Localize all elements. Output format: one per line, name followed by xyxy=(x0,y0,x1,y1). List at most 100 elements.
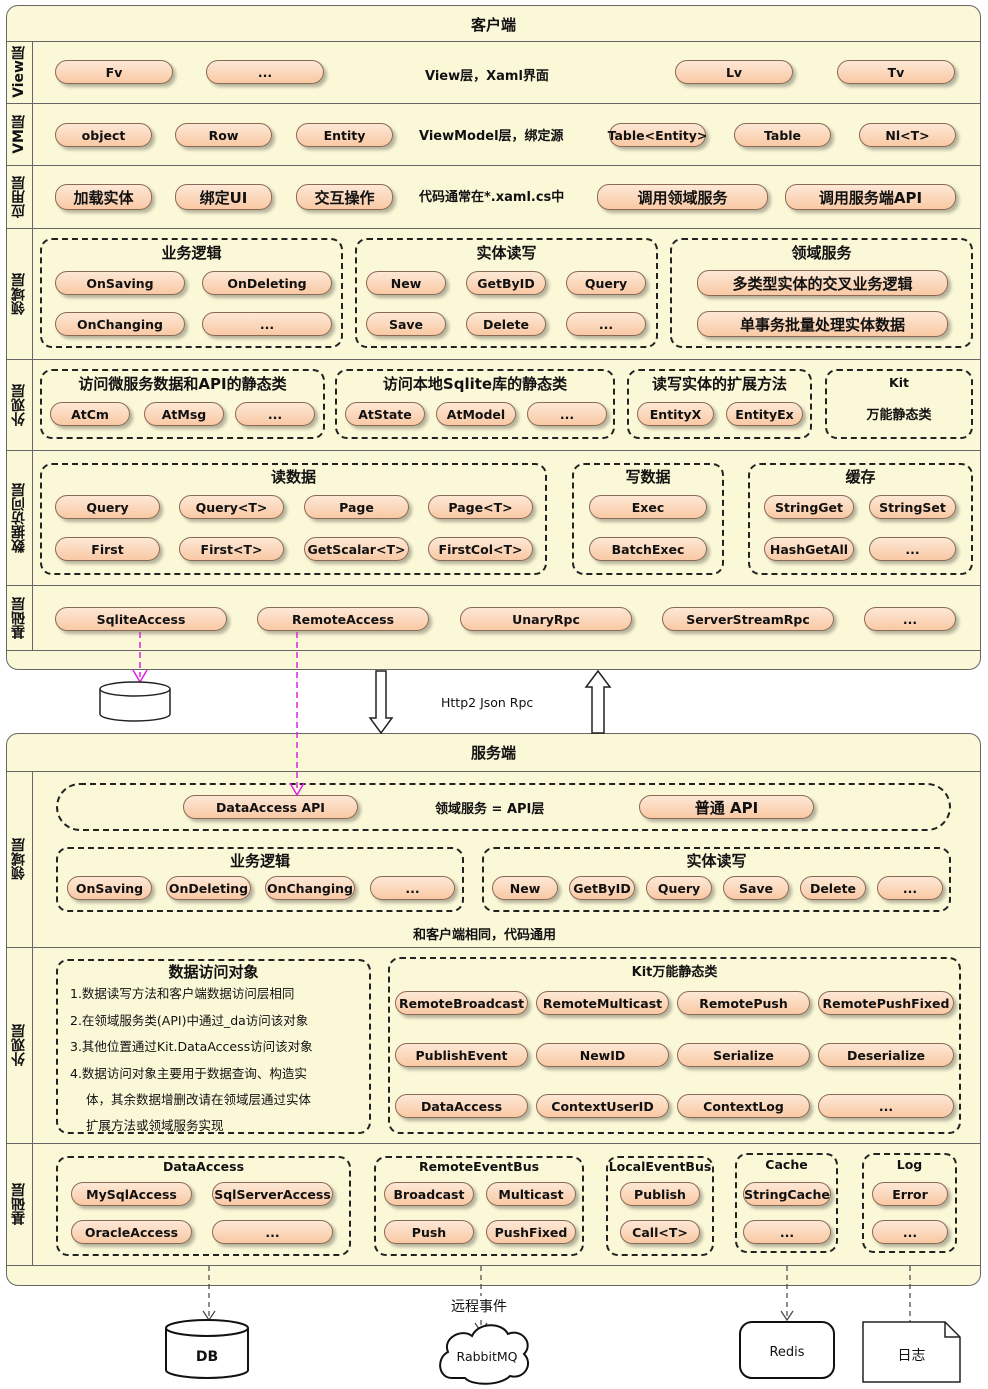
server-broadcast[interactable]: Broadcast xyxy=(384,1182,474,1206)
client-ondeleting[interactable]: OnDeleting xyxy=(202,271,332,295)
server-publish[interactable]: Publish xyxy=(620,1182,700,1206)
client-read-first[interactable]: First xyxy=(55,537,160,561)
server-pushfixed[interactable]: PushFixed xyxy=(486,1220,576,1244)
server-kit-remotepushfixed[interactable]: RemotePushFixed xyxy=(818,991,954,1015)
client-entity-ext-title: 读写实体的扩展方法 xyxy=(651,375,787,393)
client-write-exec[interactable]: Exec xyxy=(589,495,707,519)
vm-item-table[interactable]: Table xyxy=(734,123,831,147)
server-dataaccess-api[interactable]: DataAccess API xyxy=(183,795,358,819)
server-onsaving[interactable]: OnSaving xyxy=(67,876,152,900)
server-kit-serialize[interactable]: Serialize xyxy=(677,1043,810,1067)
client-cache-more[interactable]: ... xyxy=(869,537,956,561)
server-divider xyxy=(6,1265,981,1266)
server-log-error[interactable]: Error xyxy=(872,1182,948,1206)
server-dataaccess-title: DataAccess xyxy=(162,1159,245,1174)
client-atmodel[interactable]: AtModel xyxy=(436,402,516,426)
server-multicast[interactable]: Multicast xyxy=(486,1182,576,1206)
vm-item-object[interactable]: object xyxy=(55,123,152,147)
vm-item-table-entity[interactable]: Table<Entity> xyxy=(608,123,707,147)
server-entity-delete[interactable]: Delete xyxy=(800,876,866,900)
app-item-call-server-api[interactable]: 调用服务端API xyxy=(785,184,956,210)
server-kit-newid[interactable]: NewID xyxy=(536,1043,669,1067)
server-entity-new[interactable]: New xyxy=(492,876,558,900)
client-cross-entity-logic[interactable]: 多类型实体的交叉业务逻辑 xyxy=(697,270,948,296)
client-read-query-t[interactable]: Query<T> xyxy=(179,495,284,519)
client-entityex[interactable]: EntityEx xyxy=(726,402,803,426)
client-unaryrpc[interactable]: UnaryRpc xyxy=(460,607,632,631)
client-onchanging[interactable]: OnChanging xyxy=(55,312,185,336)
client-batch-transaction[interactable]: 单事务批量处理实体数据 xyxy=(697,311,948,337)
client-entity-query[interactable]: Query xyxy=(566,271,646,295)
server-kit-remotemulticast[interactable]: RemoteMulticast xyxy=(536,991,669,1015)
client-micro-more[interactable]: ... xyxy=(235,402,315,426)
server-entity-more[interactable]: ... xyxy=(877,876,943,900)
client-entity-save[interactable]: Save xyxy=(366,312,446,336)
server-kit-contextlog[interactable]: ContextLog xyxy=(677,1094,810,1118)
server-stringcache[interactable]: StringCache xyxy=(743,1182,831,1206)
client-entity-new[interactable]: New xyxy=(366,271,446,295)
server-kit-deserialize[interactable]: Deserialize xyxy=(818,1043,954,1067)
vm-item-nl[interactable]: Nl<T> xyxy=(859,123,956,147)
server-kit-more[interactable]: ... xyxy=(818,1094,954,1118)
server-log-more[interactable]: ... xyxy=(872,1220,948,1244)
server-business-more[interactable]: ... xyxy=(370,876,455,900)
server-normal-api[interactable]: 普通 API xyxy=(639,795,814,819)
client-atmsg[interactable]: AtMsg xyxy=(144,402,224,426)
client-cache-stringset[interactable]: StringSet xyxy=(869,495,956,519)
server-kit-remotebroadcast[interactable]: RemoteBroadcast xyxy=(395,991,528,1015)
server-entity-query[interactable]: Query xyxy=(646,876,712,900)
server-ondeleting[interactable]: OnDeleting xyxy=(166,876,251,900)
view-item-fv[interactable]: Fv xyxy=(55,60,173,84)
client-read-getscalar[interactable]: GetScalar<T> xyxy=(304,537,409,561)
client-cache-stringget[interactable]: StringGet xyxy=(764,495,854,519)
client-sqlite-more[interactable]: ... xyxy=(527,402,607,426)
client-remoteaccess[interactable]: RemoteAccess xyxy=(257,607,429,631)
server-onchanging[interactable]: OnChanging xyxy=(265,876,355,900)
server-entity-save[interactable]: Save xyxy=(723,876,789,900)
app-item-interaction[interactable]: 交互操作 xyxy=(296,184,393,210)
client-atcm[interactable]: AtCm xyxy=(50,402,130,426)
log-label: 日志 xyxy=(897,1348,926,1364)
vm-item-entity[interactable]: Entity xyxy=(296,123,393,147)
client-write-batchexec[interactable]: BatchExec xyxy=(589,537,707,561)
client-read-firstcol[interactable]: FirstCol<T> xyxy=(428,537,533,561)
view-item-more[interactable]: ... xyxy=(206,60,324,84)
server-cache-more[interactable]: ... xyxy=(743,1220,831,1244)
view-item-lv[interactable]: Lv xyxy=(675,60,793,84)
client-entity-delete[interactable]: Delete xyxy=(466,312,546,336)
client-entity-more[interactable]: ... xyxy=(566,312,646,336)
server-call-t[interactable]: Call<T> xyxy=(620,1220,700,1244)
server-dataaccess-more[interactable]: ... xyxy=(212,1220,333,1244)
client-sqliteaccess[interactable]: SqliteAccess xyxy=(55,607,227,631)
server-kit-dataaccess[interactable]: DataAccess xyxy=(395,1094,528,1118)
client-read-page[interactable]: Page xyxy=(304,495,409,519)
server-push[interactable]: Push xyxy=(384,1220,474,1244)
client-atstate[interactable]: AtState xyxy=(345,402,425,426)
app-item-load-entity[interactable]: 加载实体 xyxy=(55,184,152,210)
client-cache-hashgetall[interactable]: HashGetAll xyxy=(764,537,854,561)
client-entityx[interactable]: EntityX xyxy=(637,402,714,426)
client-business-more[interactable]: ... xyxy=(202,312,332,336)
server-kit-publishevent[interactable]: PublishEvent xyxy=(395,1043,528,1067)
server-divider xyxy=(6,771,981,772)
client-read-query[interactable]: Query xyxy=(55,495,160,519)
client-base-more[interactable]: ... xyxy=(864,607,956,631)
server-sqlserveraccess[interactable]: SqlServerAccess xyxy=(212,1182,333,1206)
client-serverstreamrpc[interactable]: ServerStreamRpc xyxy=(662,607,834,631)
vm-item-row[interactable]: Row xyxy=(175,123,272,147)
server-label-divider xyxy=(32,771,33,1265)
client-kit-subtitle: 万能静态类 xyxy=(866,408,932,423)
client-entity-getbyid[interactable]: GetByID xyxy=(466,271,546,295)
client-read-page-t[interactable]: Page<T> xyxy=(428,495,533,519)
server-mysqlaccess[interactable]: MySqlAccess xyxy=(71,1182,192,1206)
app-item-call-domain[interactable]: 调用领域服务 xyxy=(597,184,768,210)
app-item-bind-ui[interactable]: 绑定UI xyxy=(175,184,272,210)
server-entity-getbyid[interactable]: GetByID xyxy=(569,876,635,900)
server-oracleaccess[interactable]: OracleAccess xyxy=(71,1220,192,1244)
view-item-tv[interactable]: Tv xyxy=(837,60,955,84)
client-onsaving[interactable]: OnSaving xyxy=(55,271,185,295)
client-title: 客户端 xyxy=(470,16,516,34)
client-read-first-t[interactable]: First<T> xyxy=(179,537,284,561)
server-kit-contextuserid[interactable]: ContextUserID xyxy=(536,1094,669,1118)
server-kit-remotepush[interactable]: RemotePush xyxy=(677,991,810,1015)
